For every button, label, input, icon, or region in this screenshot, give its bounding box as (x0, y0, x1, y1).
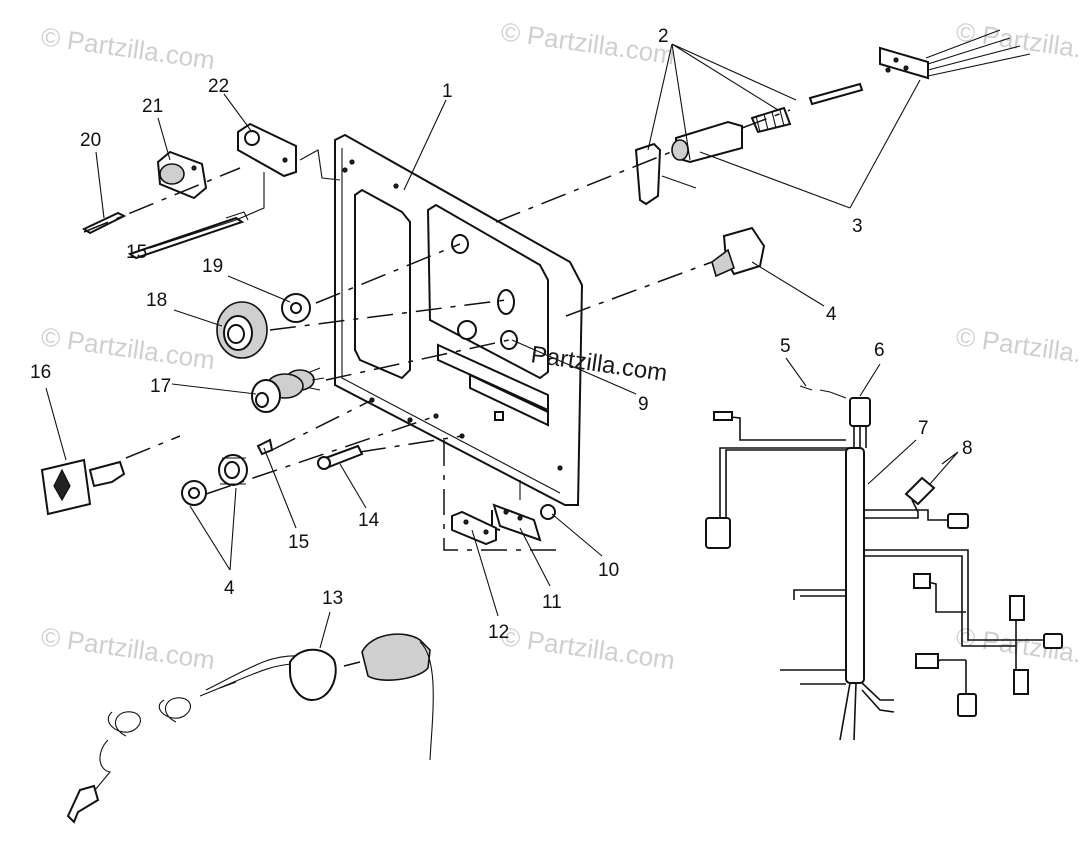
watermark: © Partzilla.com (39, 621, 217, 675)
watermark: © Partzilla.com (39, 21, 217, 75)
callout-16: 16 (30, 362, 51, 383)
callout-19: 19 (202, 256, 223, 277)
wiring-harness (705, 385, 1063, 741)
callout-20: 20 (80, 130, 101, 151)
callout-9: 9 (638, 394, 649, 415)
callout-7: 7 (918, 418, 929, 439)
watermark: © Partzilla.com (39, 321, 217, 375)
callout-4: 4 (224, 578, 235, 599)
callout-18: 18 (146, 290, 167, 311)
callout-12: 12 (488, 622, 509, 643)
callout-6: 6 (874, 340, 885, 361)
mounting-panel (334, 133, 584, 506)
ignition-switch (251, 367, 325, 413)
watermark: © Partzilla.com (499, 621, 677, 675)
nut-ring (216, 301, 268, 359)
callout-10: 10 (598, 560, 619, 581)
callout-14: 14 (358, 510, 380, 531)
leader-lines (45, 43, 959, 649)
callout-2: 2 (658, 26, 669, 47)
callout-1: 1 (442, 81, 453, 102)
terminal-plate (451, 510, 497, 546)
watermark: © Partzilla.com (954, 321, 1080, 375)
callout-22: 22 (208, 76, 229, 97)
nut-and-washer (181, 454, 248, 506)
toggle-switch (711, 226, 766, 278)
callout-3: 3 (852, 216, 863, 237)
mounting-bracket (237, 122, 297, 178)
tether-cord (66, 633, 434, 824)
callout-15: 15 (288, 532, 309, 553)
callout-8: 8 (962, 438, 973, 459)
callout-15: 15 (126, 242, 147, 263)
callout-11: 11 (542, 592, 562, 613)
ignition-key (40, 458, 126, 516)
callout-4: 4 (826, 304, 837, 325)
callout-17: 17 (150, 376, 171, 397)
watermark: © Partzilla.com (954, 16, 1080, 70)
watermark: © Partzilla.com (499, 16, 677, 70)
lock-washer (281, 293, 311, 323)
callout-5: 5 (780, 336, 791, 357)
terminal-bracket (491, 503, 542, 542)
screw (127, 216, 245, 260)
callout-21: 21 (142, 96, 163, 117)
switch-assembly (634, 29, 1031, 206)
callout-13: 13 (322, 588, 343, 609)
hex-nut (540, 504, 556, 520)
